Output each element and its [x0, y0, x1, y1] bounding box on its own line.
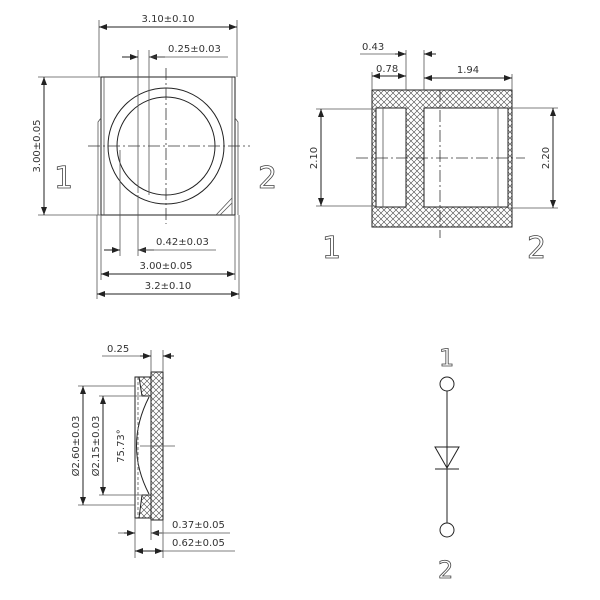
- angle-dim-label: 75.73°: [116, 429, 127, 463]
- total-width-dim-label: 3.2±0.10: [145, 281, 192, 292]
- total-height-dim-label: 0.62±0.05: [172, 538, 225, 549]
- lens-outer-circle: [107, 87, 225, 205]
- outer-diameter-dim-label: Ø2.60±0.03: [70, 416, 82, 477]
- pad-1: [375, 107, 407, 208]
- anode-terminal: [439, 376, 455, 392]
- side-view: 0.25 Ø2.60±0.03 Ø2.15±0.03 75.73° 0.37±0…: [70, 344, 235, 558]
- diode-symbol: [434, 446, 460, 470]
- gap-dim-label: 0.43: [362, 42, 384, 53]
- pin1-label: 1: [439, 344, 454, 372]
- inner-offset-dim-label: 0.42±0.03: [156, 237, 209, 248]
- pin2-label: 2: [258, 161, 277, 196]
- pad1-height-dim-label: 2.10: [309, 147, 320, 169]
- pin1-label: 1: [54, 161, 73, 196]
- pad1-width-dim-label: 0.78: [376, 64, 398, 75]
- lens-height-dim-label: 0.37±0.05: [172, 520, 225, 531]
- height-dim-label: 3.00±0.05: [32, 120, 43, 173]
- pad2-height-dim-label: 2.20: [541, 147, 552, 169]
- pin2-label: 2: [438, 556, 453, 584]
- width-dim-label: 3.10±0.10: [142, 14, 195, 25]
- top-view: 3.10±0.10 0.25±0.03 3.00±0.05 1 2 0.42±0…: [32, 14, 277, 299]
- cathode-terminal: [439, 522, 455, 538]
- pin2-label: 2: [527, 231, 546, 266]
- lens-dome-arc: [136, 396, 150, 495]
- body-width-dim-label: 3.00±0.05: [140, 261, 193, 272]
- polarity-mark: [215, 197, 233, 216]
- diode-schematic: 1 2: [434, 344, 460, 584]
- pin1-label: 1: [322, 231, 341, 266]
- pad-2: [423, 107, 509, 208]
- pad2-width-dim-label: 1.94: [457, 65, 479, 76]
- inner-diameter-dim-label: Ø2.15±0.03: [90, 416, 102, 477]
- bottom-view: 0.43 0.78 1.94 2.10 2.20 1 2: [309, 42, 558, 266]
- lens-offset-dim-label: 0.25±0.03: [168, 44, 221, 55]
- plate-dim-label: 0.25: [107, 344, 129, 355]
